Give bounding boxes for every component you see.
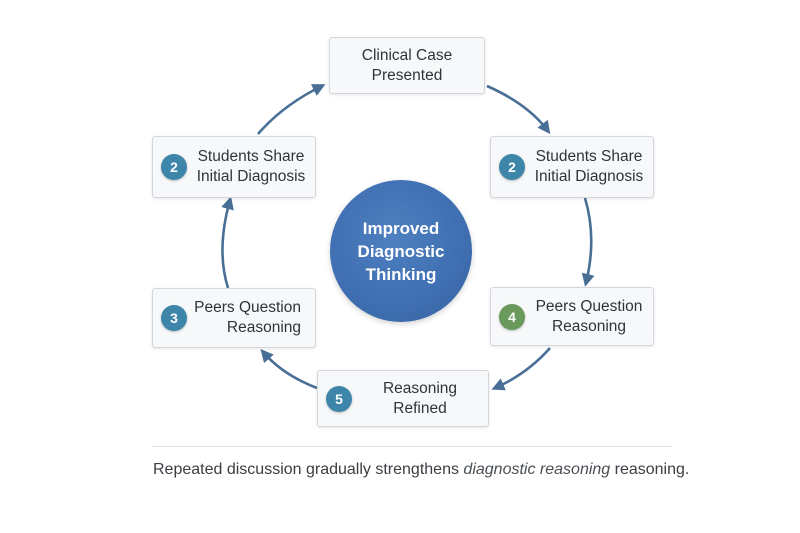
- arrow-left-lower-to-left-upper: [221, 196, 234, 289]
- arrow-top-to-right-upper: [486, 84, 551, 135]
- arrow-bottom-to-left-lower: [260, 349, 318, 390]
- node-label: Students Share Initial Diagnosis: [525, 147, 653, 187]
- center-label: Improved Diagnostic Thinking: [358, 217, 445, 286]
- step-badge: 4: [499, 303, 525, 330]
- node-label-line2: Presented: [371, 66, 443, 84]
- node-label: Reasoning Refined: [352, 379, 488, 419]
- center-label-line2: Diagnostic: [357, 241, 445, 261]
- node-label-line1: Peers Question: [535, 297, 643, 315]
- step-badge: 5: [326, 385, 352, 412]
- node-label-line1: Clinical Case: [361, 46, 453, 64]
- node-label: Peers Question Reasoning: [525, 297, 653, 337]
- node-label: Peers Question Reasoning: [187, 298, 315, 338]
- node-clinical-case: Clinical Case Presented: [329, 37, 485, 94]
- step-badge: 2: [161, 154, 187, 180]
- arrow-right-upper-to-right-lower: [581, 197, 595, 287]
- divider: [152, 446, 672, 447]
- caption-emphasis: diagnostic reasoning: [463, 461, 611, 478]
- caption-text-start: Repeated discussion gradually strengthen…: [153, 461, 464, 478]
- step-badge: 2: [499, 154, 525, 180]
- node-label-line1: Students Share: [197, 148, 305, 165]
- node-label: Clinical Case Presented: [330, 46, 484, 86]
- node-label: Students Share Initial Diagnosis: [187, 147, 315, 187]
- node-label-line2: Initial Diagnosis: [534, 168, 644, 185]
- node-reasoning-refined: 5 Reasoning Refined: [317, 370, 489, 427]
- caption-text-end: reasoning.: [610, 461, 690, 478]
- caption: Repeated discussion gradually strengthen…: [153, 461, 689, 479]
- node-label-line1: Reasoning: [382, 379, 458, 397]
- step-badge: 3: [161, 305, 187, 331]
- node-label-line2: Reasoning: [226, 319, 301, 336]
- node-label-line2: Reasoning: [551, 317, 627, 335]
- center-outcome-circle: Improved Diagnostic Thinking: [330, 180, 472, 322]
- node-label-line1: Peers Question: [194, 299, 301, 316]
- arrow-right-lower-to-bottom: [491, 347, 551, 391]
- center-label-line3: Thinking: [365, 264, 437, 284]
- node-peers-question-left: 3 Peers Question Reasoning: [152, 288, 316, 348]
- node-students-share-left: 2 Students Share Initial Diagnosis: [152, 136, 316, 198]
- node-peers-question-right: 4 Peers Question Reasoning: [490, 287, 654, 346]
- center-label-line1: Improved: [362, 218, 440, 238]
- arrow-left-upper-to-top: [257, 84, 326, 135]
- node-label-line1: Students Share: [535, 148, 643, 165]
- node-label-line2: Refined: [393, 399, 447, 417]
- node-students-share-right: 2 Students Share Initial Diagnosis: [490, 136, 654, 198]
- node-label-line2: Initial Diagnosis: [196, 168, 306, 185]
